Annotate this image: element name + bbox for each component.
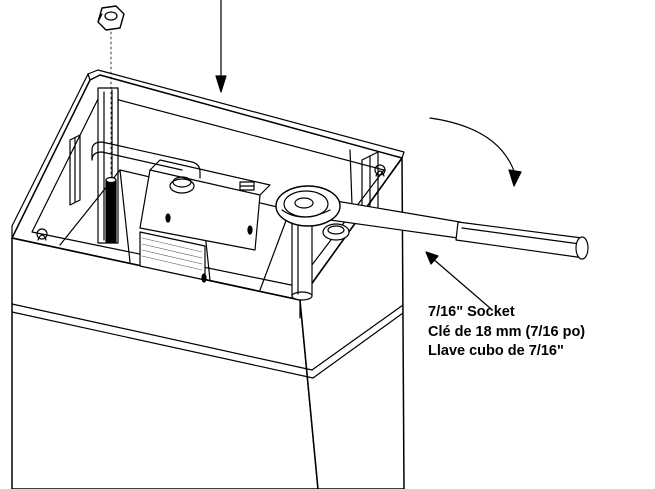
base-cabinet — [11, 157, 405, 489]
callout-leader — [425, 251, 491, 309]
cabinet-top-rim — [11, 69, 405, 301]
socket-callout-label: 7/16" Socket Clé de 18 mm (7/16 po) Llav… — [428, 303, 585, 362]
callout-line-english: 7/16" Socket — [428, 304, 515, 320]
threaded-stud — [105, 176, 117, 243]
socket-wrench — [275, 185, 589, 301]
hex-nut — [97, 5, 125, 31]
callout-line-french: Clé de 18 mm (7/16 po) — [428, 323, 586, 340]
down-arrow — [215, 0, 227, 93]
inner-bracket — [91, 141, 271, 283]
callout-line-spanish: Llave cubo de 7/16" — [428, 343, 564, 359]
rotation-arrow — [429, 117, 522, 187]
